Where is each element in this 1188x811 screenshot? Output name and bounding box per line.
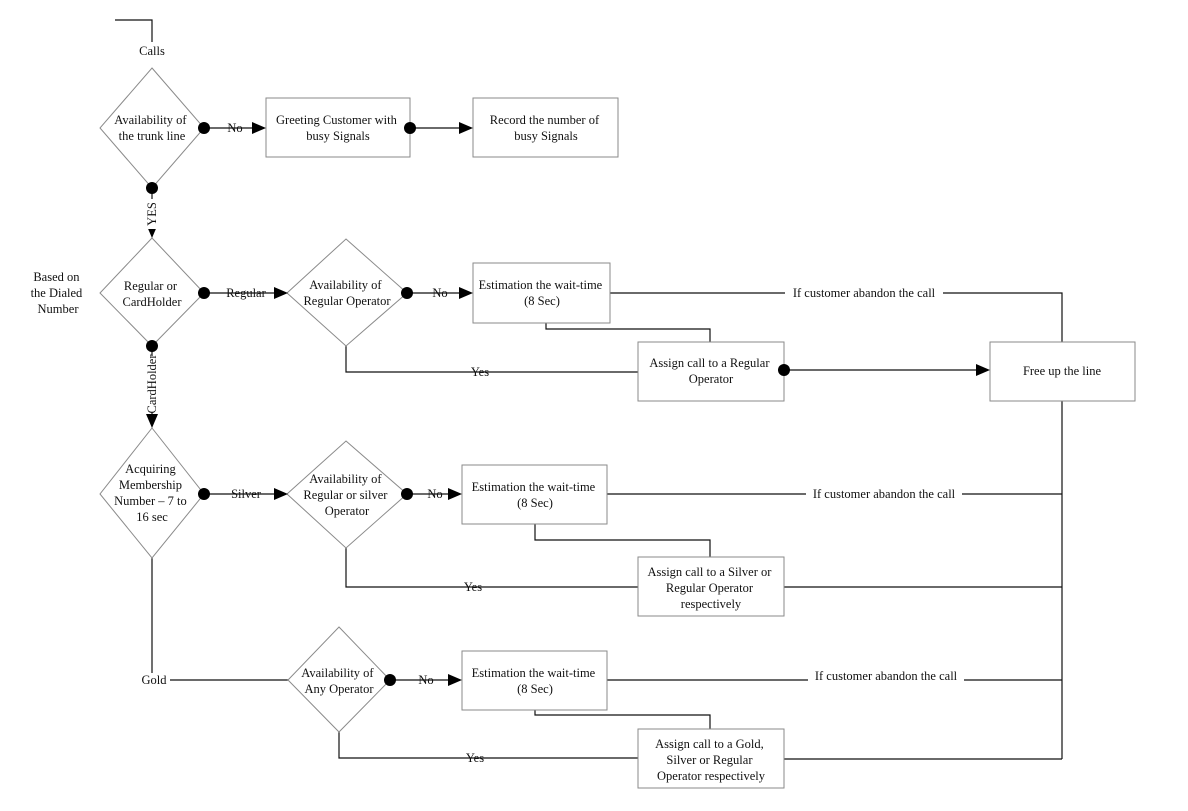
availany-decision <box>287 626 391 733</box>
arrow-to-record <box>459 122 473 134</box>
label-backgrounds <box>138 199 964 688</box>
availregular-no-label: No <box>432 286 447 300</box>
est2-to-assign-connector <box>534 524 711 557</box>
availsilver-yes-connector <box>345 548 638 588</box>
abandon1-connector <box>610 292 1063 342</box>
est3-box <box>461 650 608 711</box>
arrow-to-free-line <box>976 364 990 376</box>
dot-regular <box>198 287 210 299</box>
dot-silver <box>198 488 210 500</box>
free-line-box <box>989 341 1136 402</box>
record-box-text: Record the number of busy Signals <box>490 113 602 143</box>
trunk-yes-label: YES <box>145 202 159 226</box>
node-texts: Calls Availability of the trunk line Gre… <box>31 44 1102 783</box>
est1-box-text: Estimation the wait-time (8 Sec) <box>479 278 606 308</box>
arrow-to-greeting <box>252 122 266 134</box>
availregular-decision <box>286 238 408 347</box>
greeting-box <box>265 97 411 158</box>
record-box <box>472 97 619 158</box>
arrow-to-availregular <box>274 287 288 299</box>
dot-cardholder <box>146 340 158 352</box>
assign-silver-box <box>637 556 785 617</box>
est2-box <box>461 464 608 525</box>
acquiring-to-gold-connector <box>151 558 288 681</box>
silver-label: Silver <box>231 487 262 501</box>
free-line-box-text: Free up the line <box>1023 364 1102 378</box>
calls-label: Calls <box>139 44 165 58</box>
availany-yes-connector <box>338 732 638 759</box>
greeting-box-text: Greeting Customer with busy Signals <box>276 113 400 143</box>
est1-to-assign-connector <box>545 323 711 342</box>
regular-label: Regular <box>226 286 266 300</box>
gold-label: Gold <box>142 673 168 687</box>
availregular-yes-connector <box>345 346 638 373</box>
assign-silver-box-text: Assign call to a Silver or Regular Opera… <box>647 565 774 611</box>
entry-connector <box>115 19 153 42</box>
assign-regular-box-text: Assign call to a Regular Operator <box>649 356 772 386</box>
dot-availregular-no <box>401 287 413 299</box>
assign-regular-box <box>637 341 785 402</box>
availany-no-label: No <box>418 673 433 687</box>
cardholder-label: CardHolder <box>145 354 159 414</box>
est3-to-assign-connector <box>534 710 711 729</box>
dot-trunk-no <box>198 122 210 134</box>
trunk-no-label: No <box>227 121 242 135</box>
availregular-yes-label: Yes <box>471 365 489 379</box>
availsilver-decision-text: Availability of Regular or silver Operat… <box>303 472 390 518</box>
dot-assign-regular-out <box>778 364 790 376</box>
dot-availsilver-no <box>401 488 413 500</box>
arrow-to-est3 <box>448 674 462 686</box>
regcard-decision-text: Regular or CardHolder <box>122 279 182 309</box>
arrow-to-availsilver <box>274 488 288 500</box>
est1-box <box>472 262 611 324</box>
acquiring-decision-text: Acquiring Membership Number – 7 to 16 se… <box>114 462 190 524</box>
dot-trunk-yes <box>146 182 158 194</box>
arrow-to-est1 <box>459 287 473 299</box>
availany-decision-text: Availability of Any Operator <box>301 666 376 696</box>
trunk-decision-text: Availability of the trunk line <box>114 113 189 143</box>
arrow-to-est2 <box>448 488 462 500</box>
availany-yes-label: Yes <box>466 751 484 765</box>
dot-greeting-out <box>404 122 416 134</box>
availsilver-no-label: No <box>427 487 442 501</box>
abandon1-label: If customer abandon the call <box>793 286 936 300</box>
abandon2-label: If customer abandon the call <box>813 487 956 501</box>
availsilver-decision <box>286 440 408 549</box>
availregular-decision-text: Availability of Regular Operator <box>303 278 391 308</box>
assign-gold-box <box>637 728 785 789</box>
arrow-to-acquiring <box>146 414 158 428</box>
abandon3-label: If customer abandon the call <box>815 669 958 683</box>
trunk-decision <box>99 67 205 189</box>
est2-box-text: Estimation the wait-time (8 Sec) <box>472 480 599 510</box>
acquiring-decision <box>99 427 205 559</box>
shapes <box>99 67 1136 789</box>
dialed-number-note: Based on the Dialed Number <box>31 270 86 316</box>
edge-labels: No YES Regular CardHolder No Yes If cust… <box>142 121 958 765</box>
connector-dots <box>146 122 790 686</box>
arrowheads <box>146 122 990 686</box>
dot-availany-no <box>384 674 396 686</box>
est3-box-text: Estimation the wait-time (8 Sec) <box>472 666 599 696</box>
availsilver-yes-label: Yes <box>464 580 482 594</box>
assign-gold-box-text: Assign call to a Gold, Silver or Regular… <box>655 737 767 783</box>
